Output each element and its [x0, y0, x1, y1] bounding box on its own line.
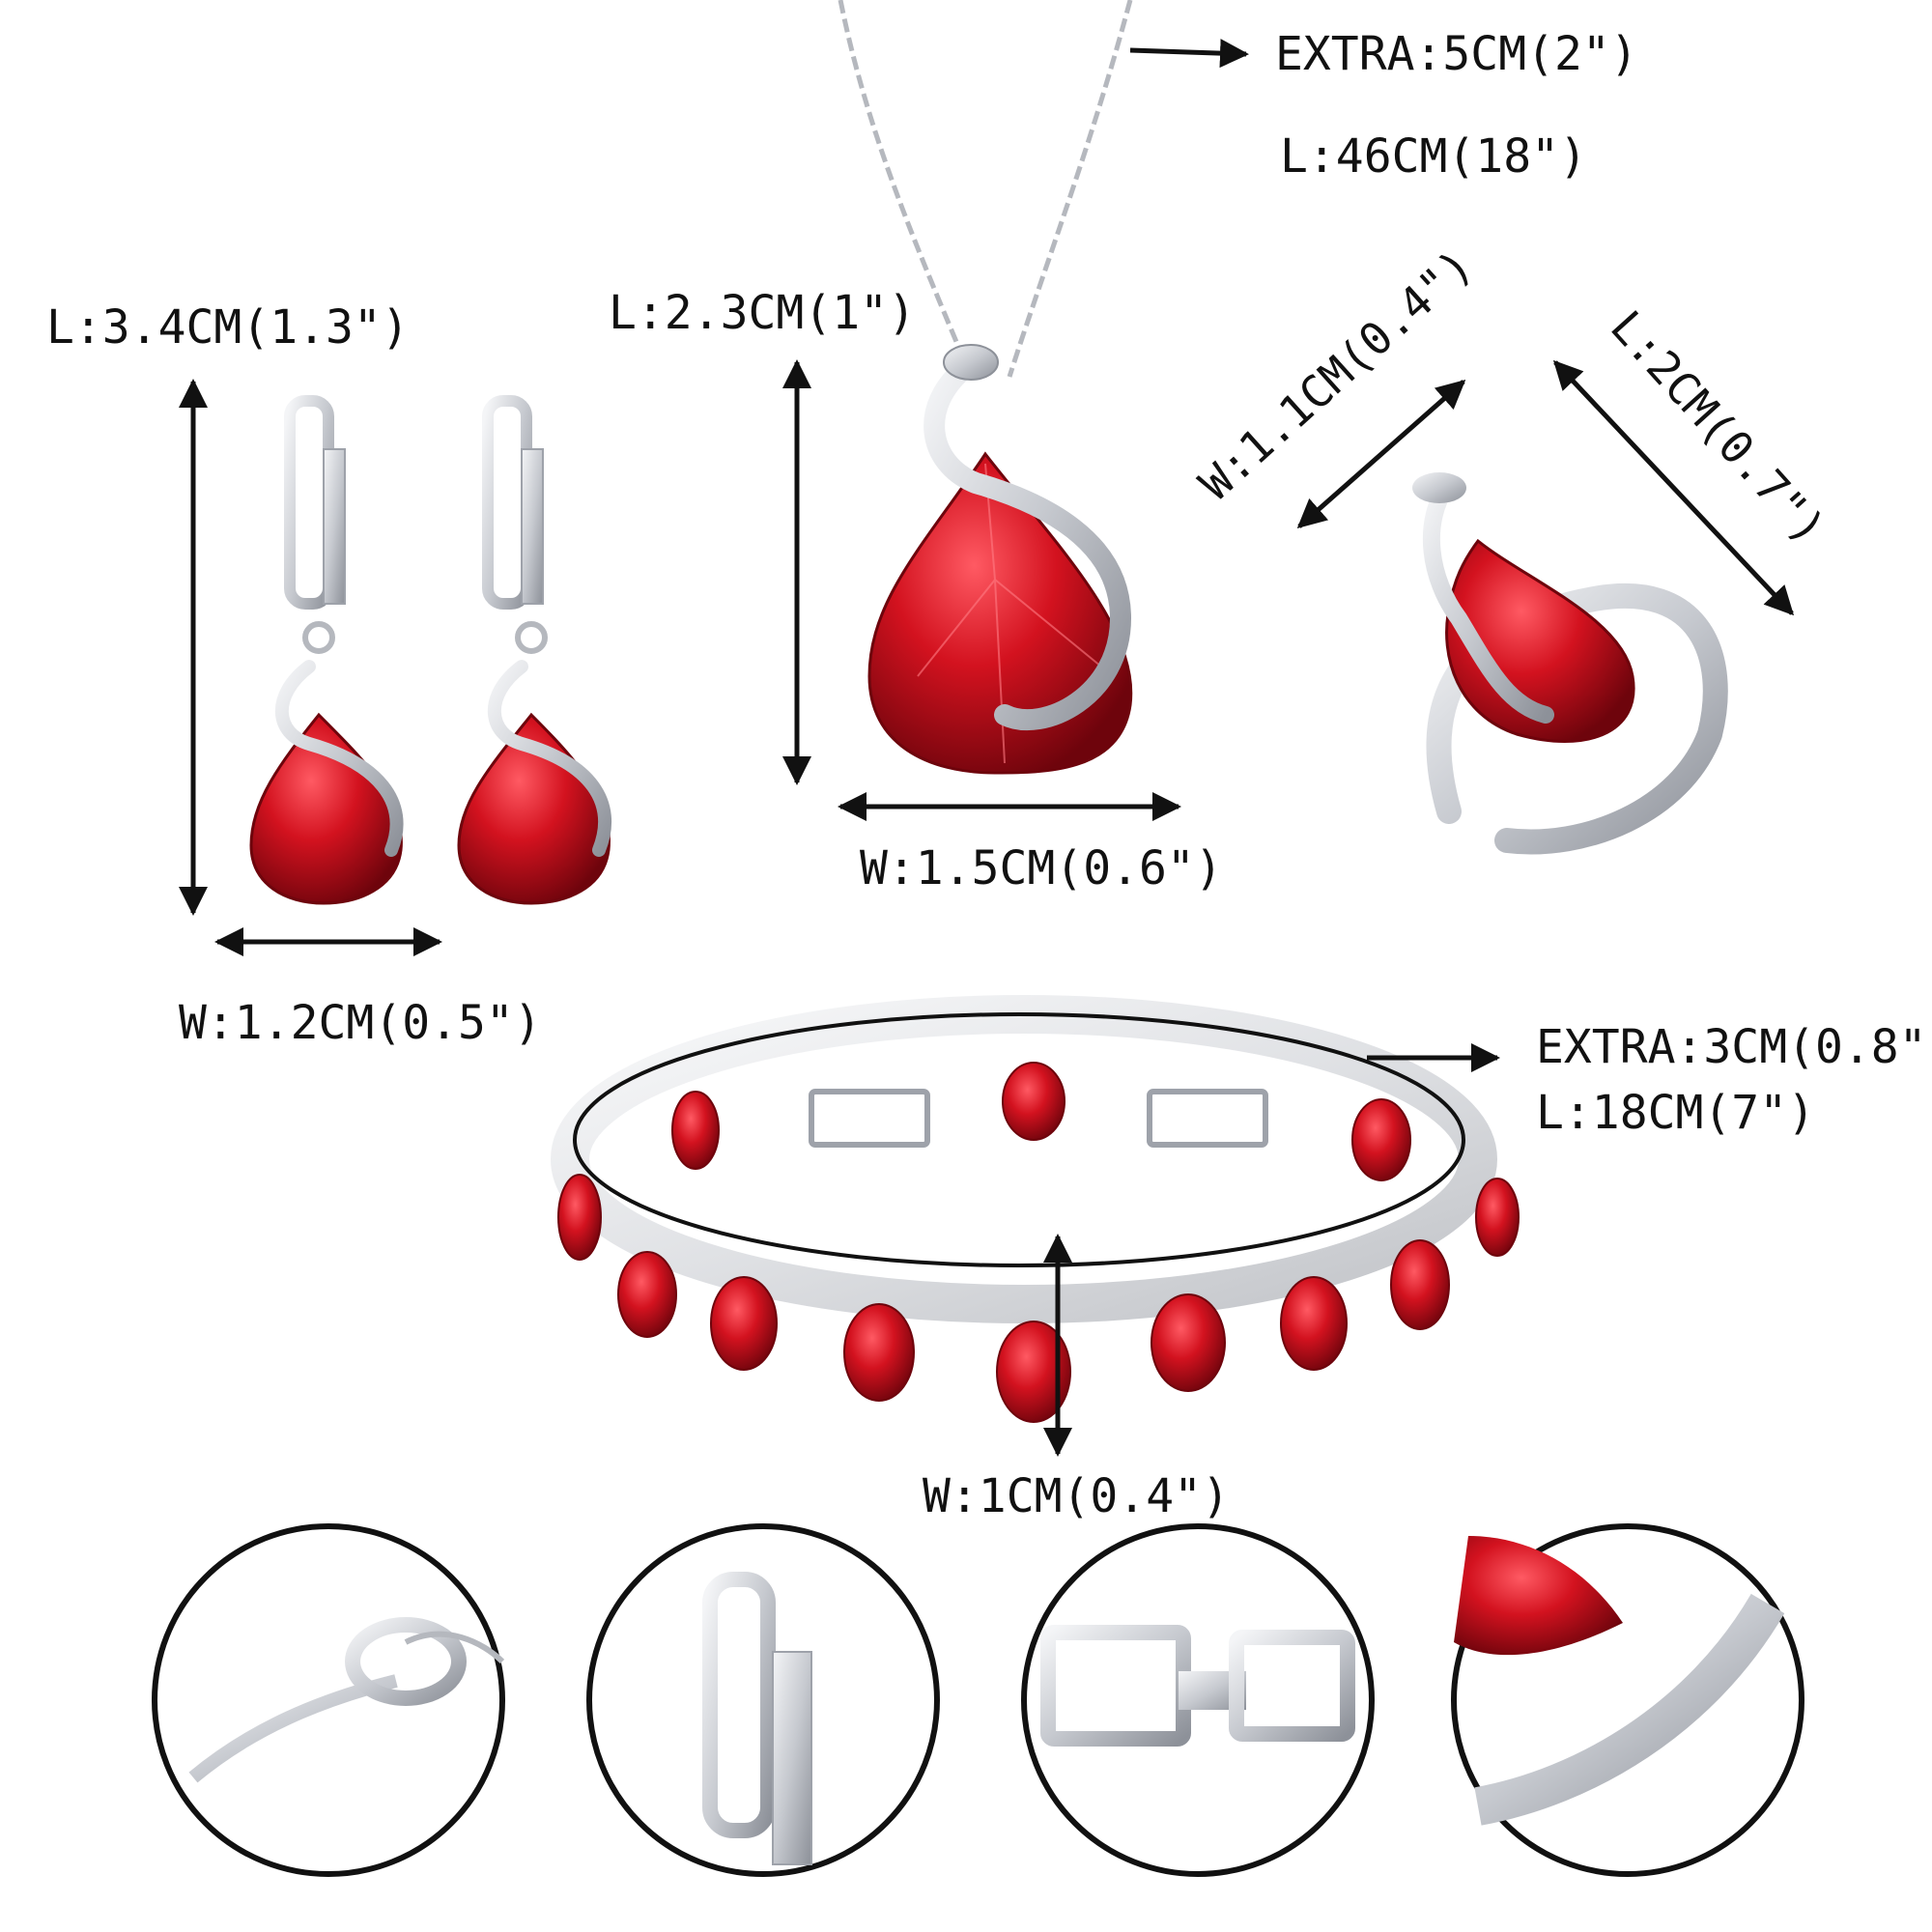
label-bracelet-width: W:1CM(0.4") — [923, 1469, 1230, 1523]
bracelet — [551, 995, 1520, 1423]
bracelet-gems — [557, 1062, 1520, 1423]
detail-circle-hook — [586, 1523, 940, 1877]
pendant — [867, 344, 1133, 775]
label-necklace-length: L:46CM(18") — [1280, 129, 1587, 184]
detail-circle-clasp — [152, 1523, 505, 1877]
ring — [1412, 472, 1728, 855]
label-ring-width: W:1.1CM(0.4") — [1189, 239, 1483, 510]
label-earring-width: W:1.2CM(0.5") — [179, 996, 542, 1050]
label-earring-length: L:3.4CM(1.3") — [46, 300, 410, 355]
detail-circle-ring-band — [1451, 1523, 1804, 1877]
earring-left — [249, 395, 404, 905]
bracelet-links — [809, 1089, 1268, 1148]
label-bracelet-extra: EXTRA:3CM(0.8") — [1536, 1020, 1932, 1074]
label-pendant-width: W:1.5CM(0.6") — [860, 841, 1223, 895]
label-necklace-extra: EXTRA:5CM(2") — [1275, 27, 1638, 81]
label-pendant-length: L:2.3CM(1") — [609, 286, 916, 340]
label-ring-length: L:2CM(0.7") — [1601, 300, 1836, 554]
label-bracelet-length: L:18CM(7") — [1536, 1086, 1815, 1140]
necklace-chain — [838, 0, 1133, 378]
earring-right — [457, 395, 612, 905]
dimension-arrows — [179, 39, 1795, 1457]
detail-circle-links — [1021, 1523, 1375, 1877]
